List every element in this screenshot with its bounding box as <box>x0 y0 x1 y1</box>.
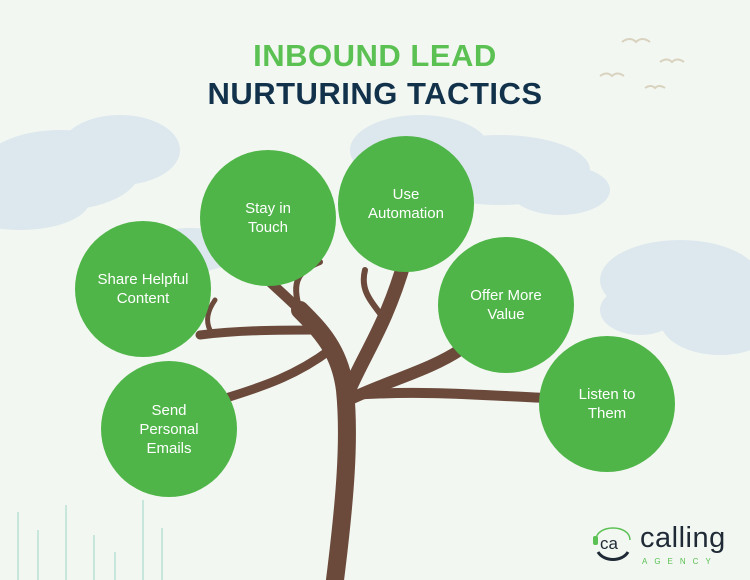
title-line-1: INBOUND LEAD <box>253 38 497 73</box>
calling-agency-logo: ca calling AGENCY <box>590 518 730 566</box>
logo-word: calling <box>640 522 726 554</box>
tactic-offer-more-value: Offer More Value <box>438 237 574 373</box>
tactic-send-personal-emails: Send Personal Emails <box>101 361 237 497</box>
decorative-lines <box>17 500 163 580</box>
tactic-listen-to-them: Listen to Them <box>539 336 675 472</box>
tactic-stay-in-touch: Stay in Touch <box>200 150 336 286</box>
headset-logo-icon: ca <box>593 527 631 561</box>
logo-mark: ca <box>600 534 619 553</box>
tactic-use-automation: Use Automation <box>338 136 474 272</box>
title-line-2: NURTURING TACTICS <box>207 76 543 111</box>
birds-icon <box>599 38 685 90</box>
logo-sub: AGENCY <box>642 557 718 566</box>
tactic-share-helpful-content: Share Helpful Content <box>75 221 211 357</box>
